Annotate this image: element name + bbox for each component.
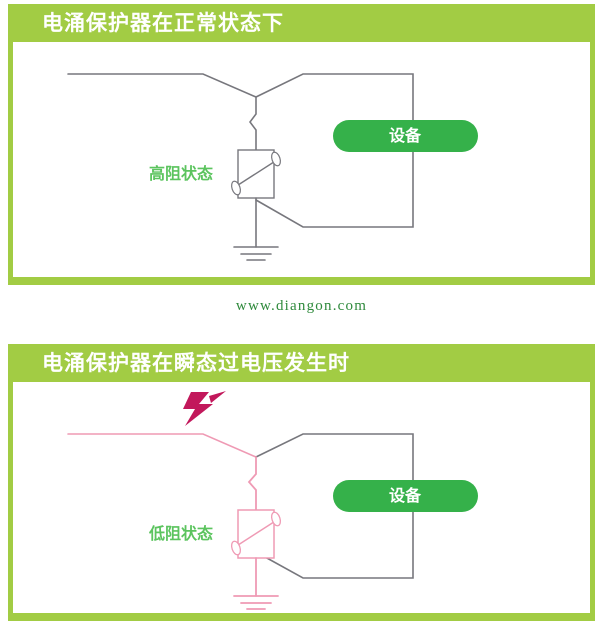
arrester-lead-line (247, 456, 257, 511)
equipment-label: 设备 (389, 126, 422, 145)
equipment-label: 设备 (389, 486, 422, 505)
state-label-high-impedance: 高阻状态 (149, 164, 213, 183)
varistor-bottom-terminal (231, 180, 241, 196)
equipment-box[interactable] (333, 480, 478, 512)
incoming-line-left (67, 73, 257, 98)
equipment-box[interactable] (333, 120, 478, 152)
varistor-diagonal-line (234, 159, 278, 188)
circuit-diagram-surge: 设备 低阻状态 (67, 391, 478, 610)
panel-body-normal: 设备 高阻状态 (13, 42, 590, 277)
incoming-line-left (67, 433, 257, 458)
panel-normal-state: 电涌保护器在正常状态下 (8, 4, 595, 285)
panel-title-surge: 电涌保护器在瞬态过电压发生时 (42, 351, 350, 375)
varistor-bottom-terminal (230, 540, 242, 556)
lightning-bolt-icon (183, 391, 226, 426)
panel-body-surge: 设备 低阻状态 (13, 382, 590, 613)
panel-surge-state: 电涌保护器在瞬态过电压发生时 (8, 344, 595, 621)
site-watermark: www.diangon.com (235, 298, 368, 314)
circuit-diagram-normal: 设备 高阻状态 (67, 73, 478, 261)
state-label-low-impedance: 低阻状态 (148, 524, 213, 543)
arrester-lead-line (249, 96, 257, 151)
varistor-top-terminal (271, 151, 281, 167)
varistor-top-terminal (270, 511, 282, 527)
ground-symbol-icon (233, 595, 279, 610)
ground-symbol-icon (233, 246, 279, 261)
panel-title-normal: 电涌保护器在正常状态下 (42, 11, 284, 35)
varistor-diagonal-line (234, 519, 278, 548)
